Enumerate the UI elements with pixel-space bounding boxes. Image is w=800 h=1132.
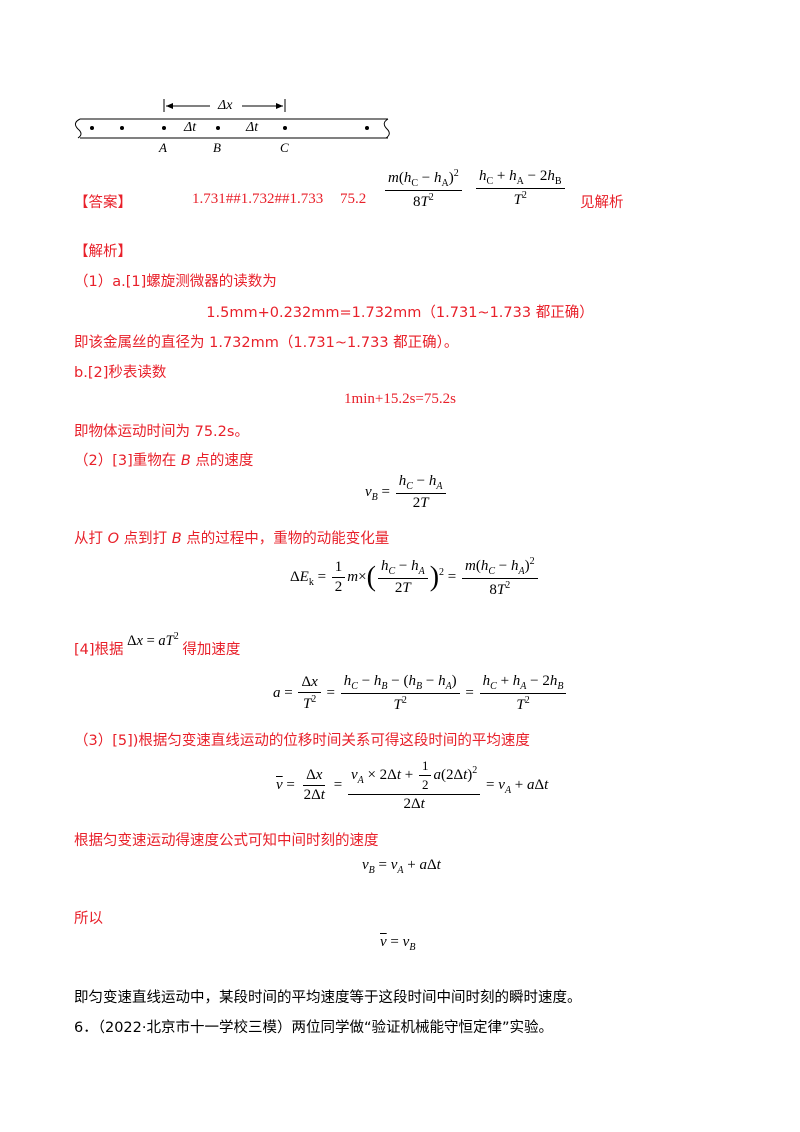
analysis-para-5: （2）[3]重物在 B 点的速度 (74, 449, 253, 470)
analysis-para-8: （3）[5])根据匀变速直线运动的位移时间关系可得这段时间的平均速度 (74, 733, 530, 749)
text: [4]根据 (74, 642, 124, 658)
text: 点到打 (119, 531, 172, 547)
text: 点的过程中，重物的动能变化量 (181, 531, 390, 547)
text: B (180, 453, 191, 469)
next-question: 6．（2022·北京市十一学校三模）两位同学做“验证机械能守恒定律”实验。 (74, 1020, 554, 1036)
text: 得加速度 (182, 642, 241, 658)
text: O (107, 531, 120, 547)
tape-dot (283, 126, 287, 130)
delta-t-label: Δt (184, 120, 197, 135)
analysis-para-10: 所以 (74, 911, 103, 927)
text: 点的速度 (190, 453, 254, 469)
analysis-label: 【解析】 (74, 244, 132, 260)
answer-label: 【答案】 (74, 195, 132, 211)
point-label-c: C (280, 140, 289, 155)
analysis-para-9: 根据匀变速运动得速度公式可知中间时刻的速度 (74, 833, 379, 849)
tape-dot (162, 126, 166, 130)
tape-right-tear (383, 118, 390, 139)
analysis-para-2: 即该金属丝的直径为 1.732mm（1.731~1.733 都正确）。 (74, 335, 459, 351)
equation-vb-middle: vB = vA + aΔt (362, 857, 441, 876)
tape-dot (90, 126, 94, 130)
tape-left-tear (74, 118, 82, 139)
tape-dot (365, 126, 369, 130)
answer-1: 1.731##1.732##1.733 (192, 191, 324, 207)
delta-t-label: Δt (246, 120, 259, 135)
point-label-b: B (213, 140, 221, 155)
answer-5: 见解析 (580, 195, 624, 211)
arrow-head-left (166, 103, 173, 109)
formula-dx-at2: Δx = aT2 (123, 631, 179, 649)
analysis-para-1: （1）a.[1]螺旋测微器的读数为 (74, 274, 277, 290)
analysis-para-3: b.[2]秒表读数 (74, 365, 167, 381)
text: B (171, 531, 182, 547)
point-label-a: A (159, 140, 167, 155)
analysis-para-7: [4]根据 Δx = aT2 得加速度 (74, 631, 241, 659)
text: （2）[3]重物在 (74, 453, 181, 469)
text: 从打 (74, 531, 108, 547)
answer-2: 75.2 (340, 191, 367, 207)
tape-dot (216, 126, 220, 130)
arrow-head-right (276, 103, 283, 109)
conclusion-text: 即匀变速直线运动中，某段时间的平均速度等于这段时间中间时刻的瞬时速度。 (74, 990, 582, 1006)
tape-diagram (74, 99, 390, 139)
equation-stopwatch: 1min+15.2s=75.2s (344, 391, 456, 407)
analysis-para-6: 从打 O 点到打 B 点的过程中，重物的动能变化量 (74, 527, 389, 548)
tape-dot (120, 126, 124, 130)
equation-vbar-vb: v = vB (380, 934, 416, 953)
analysis-para-4: 即物体运动时间为 75.2s。 (74, 424, 249, 440)
equation-micrometer: 1.5mm+0.232mm=1.732mm（1.731~1.733 都正确） (206, 305, 594, 321)
delta-x-label: Δx (218, 98, 233, 113)
